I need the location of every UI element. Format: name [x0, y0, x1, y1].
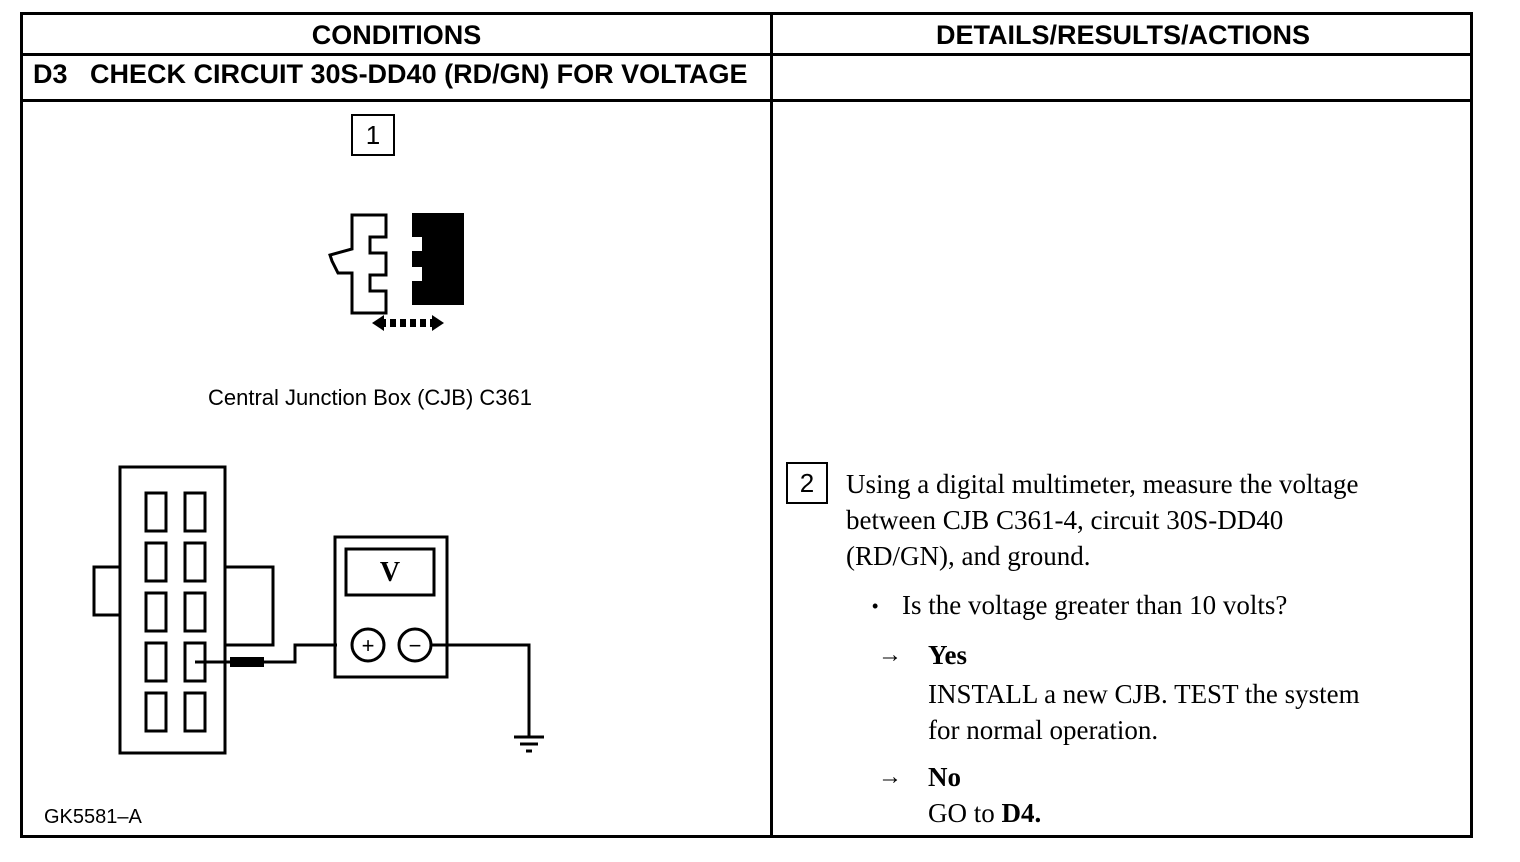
diagnostic-table: CONDITIONS DETAILS/RESULTS/ACTIONS D3 CH…: [20, 12, 1473, 838]
figure-id: GK5581–A: [44, 806, 142, 828]
yes-label: Yes: [928, 640, 967, 670]
connector-caption: Central Junction Box (CJB) C361: [207, 385, 533, 410]
header-divider: [23, 53, 1470, 56]
step-id: D3: [33, 59, 68, 89]
goto-step-link: D4.: [1001, 798, 1042, 828]
disconnect-connector-icon: [328, 213, 464, 331]
column-divider: [770, 15, 773, 835]
step-title-text: CHECK CIRCUIT 30S-DD40 (RD/GN) FOR VOLTA…: [90, 59, 748, 89]
no-action-prefix: GO to: [928, 798, 1002, 828]
arrow-right-icon: →: [878, 764, 902, 790]
step-number-2: 2: [786, 462, 828, 504]
instruction-line: between CJB C361-4, circuit 30S-DD40: [846, 505, 1284, 535]
bullet-icon: •: [872, 596, 879, 616]
instruction-line: Using a digital multimeter, measure the …: [846, 469, 1359, 499]
multimeter-circuit-diagram: V + −: [92, 465, 544, 755]
instruction-text: Using a digital multimeter, measure the …: [846, 466, 1359, 574]
no-action: GO to D4.: [928, 798, 1041, 829]
meter-display-label: V: [380, 557, 400, 588]
instruction-line: (RD/GN), and ground.: [846, 541, 1091, 571]
step-title: D3 CHECK CIRCUIT 30S-DD40 (RD/GN) FOR VO…: [33, 59, 748, 90]
question-text: Is the voltage greater than 10 volts?: [902, 590, 1288, 620]
conditions-header: CONDITIONS: [311, 19, 482, 50]
yes-action: INSTALL a new CJB. TEST the system for n…: [928, 676, 1360, 748]
step-number-1: 1: [351, 114, 395, 156]
yes-action-line: INSTALL a new CJB. TEST the system: [928, 679, 1360, 709]
meter-minus-terminal: −: [409, 633, 422, 658]
yes-action-line: for normal operation.: [928, 715, 1159, 745]
details-header: DETAILS/RESULTS/ACTIONS: [935, 19, 1310, 50]
arrow-right-icon: →: [878, 642, 902, 668]
no-label: No: [928, 762, 961, 792]
meter-plus-terminal: +: [362, 633, 375, 658]
title-divider: [23, 99, 1470, 102]
